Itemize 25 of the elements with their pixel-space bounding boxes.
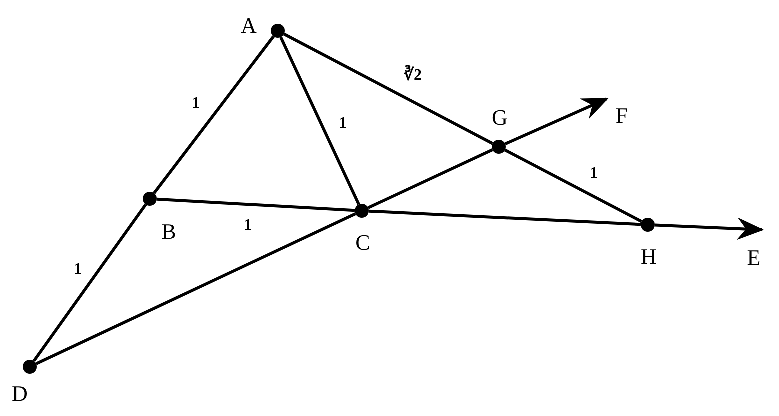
- point-dot: [23, 360, 37, 374]
- line-segment: [504, 148, 642, 224]
- ray-label: E: [747, 247, 761, 269]
- point-label: C: [356, 232, 370, 254]
- point-label: G: [492, 107, 508, 129]
- point-label: D: [12, 383, 28, 405]
- point-label: H: [641, 246, 657, 268]
- point-label: A: [241, 15, 257, 37]
- line-segment: [280, 36, 360, 206]
- arrow: [504, 98, 610, 146]
- line-segment: [368, 210, 642, 226]
- point-dot: [271, 24, 285, 38]
- point-dot: [355, 204, 369, 218]
- point-dot: [641, 218, 655, 232]
- point-label: B: [162, 221, 176, 243]
- line-segment: [32, 204, 148, 362]
- line-segment: [36, 212, 356, 366]
- point-dot: [143, 192, 157, 206]
- ray-label: F: [616, 105, 628, 127]
- point-dot: [492, 140, 506, 154]
- line-segment: [153, 36, 275, 194]
- arrow: [654, 218, 764, 240]
- line-segment: [284, 32, 494, 146]
- line-segment: [368, 148, 494, 210]
- line-segment: [156, 198, 356, 212]
